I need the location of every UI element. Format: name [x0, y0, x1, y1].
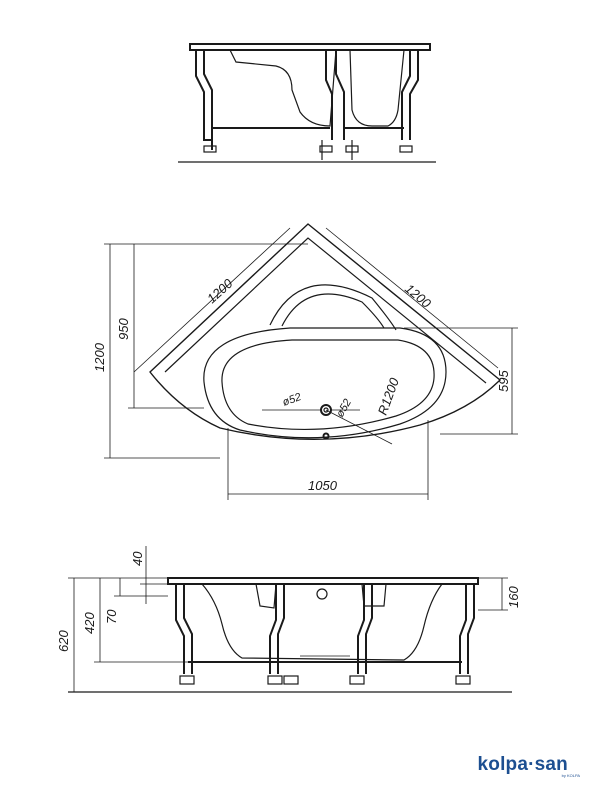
overflow-icon [316, 588, 328, 600]
dim-620: 620 [56, 630, 71, 652]
front-view: 620 420 70 40 160 [56, 546, 521, 693]
dim-420: 420 [82, 612, 97, 634]
drain-icon [320, 404, 332, 416]
dim-1050: 1050 [308, 478, 338, 493]
dim-160: 160 [506, 586, 521, 608]
brand-logo: kolpa·san [477, 754, 568, 775]
dim-radius: R1200 [375, 375, 402, 417]
side-view [178, 43, 436, 163]
dim-drain-2: ø52 [334, 397, 354, 419]
dim-drain-1: ø52 [281, 391, 303, 409]
dim-1200-side-a: 1200 [204, 275, 236, 306]
dim-595: 595 [496, 370, 511, 392]
dim-1200-height: 1200 [92, 342, 107, 372]
dim-40: 40 [130, 551, 145, 566]
dim-950: 950 [116, 318, 131, 340]
dim-70: 70 [104, 609, 119, 624]
brand-sub: by KOLPA [561, 773, 580, 778]
plan-view: 1200 1200 1200 950 1050 595 R1200 ø52 ø5… [92, 223, 518, 500]
dim-1200-side-b: 1200 [402, 281, 434, 312]
